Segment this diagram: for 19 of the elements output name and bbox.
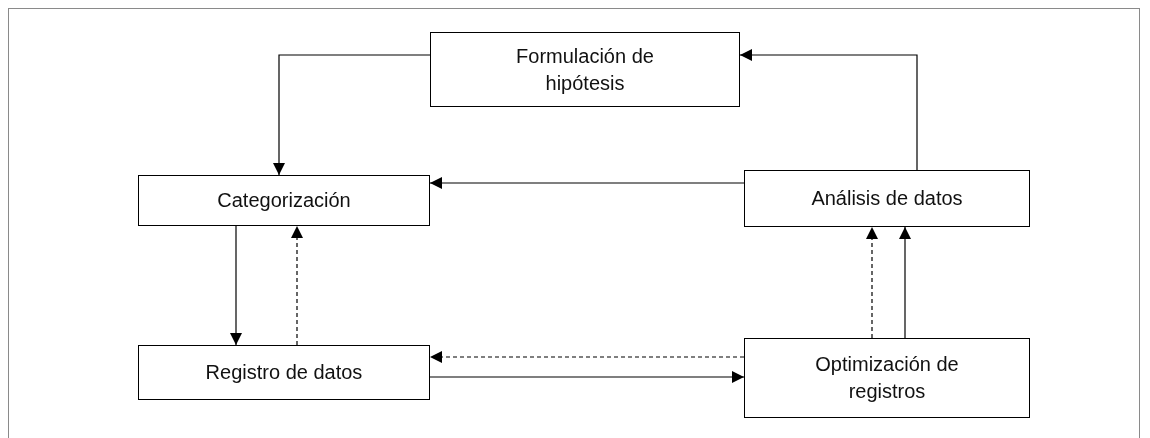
box-label: Registro de datos	[205, 360, 363, 385]
arrow	[866, 226, 878, 339]
arrow	[899, 226, 911, 339]
process-box	[138, 175, 430, 226]
arrow	[273, 54, 431, 176]
box-label: Categorización	[217, 188, 351, 213]
arrow	[429, 351, 745, 363]
arrow	[739, 49, 918, 171]
arrow	[429, 371, 745, 383]
process-box	[744, 338, 1030, 418]
process-box	[744, 170, 1030, 227]
arrow	[291, 225, 303, 346]
arrow	[429, 177, 745, 189]
arrow	[230, 225, 242, 346]
process-box	[138, 345, 430, 400]
box-label: Optimización de registros	[814, 352, 960, 404]
box-label: Análisis de datos	[811, 186, 963, 211]
process-box	[430, 32, 740, 107]
box-label: Formulación de hipótesis	[515, 43, 655, 96]
